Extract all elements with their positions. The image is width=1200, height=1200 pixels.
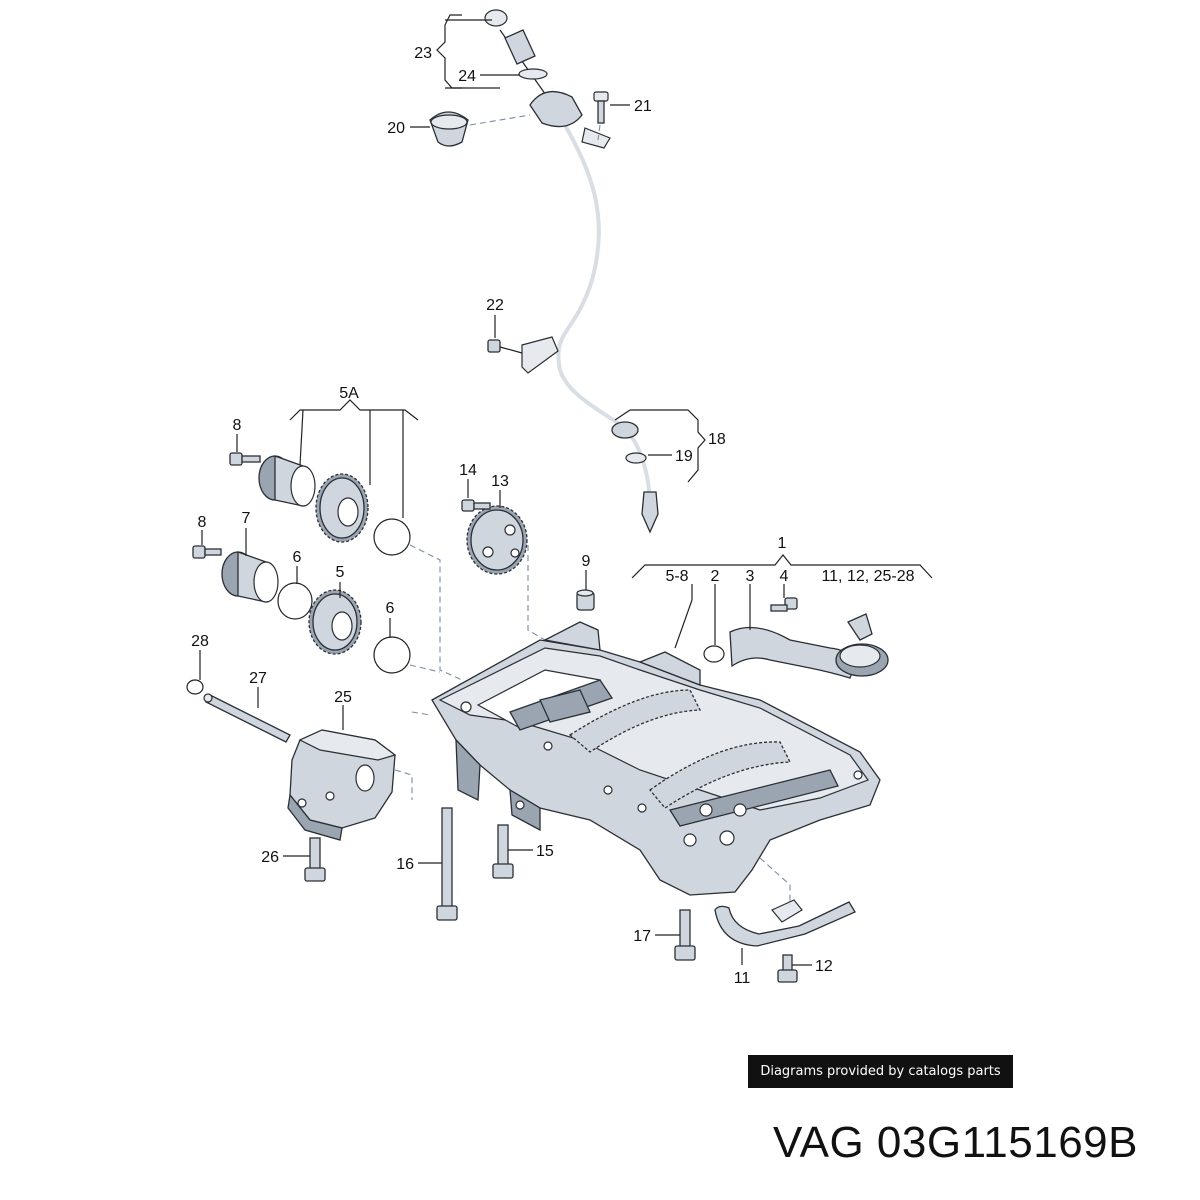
intermediate-gear-13 (466, 505, 528, 575)
label-8-upper: 8 (233, 417, 242, 434)
label-11-list: 11, 12, 25-28 (821, 568, 914, 585)
label-1: 1 (778, 535, 787, 552)
label-5-8: 5-8 (665, 568, 688, 585)
label-11: 11 (734, 970, 751, 987)
label-26: 26 (261, 849, 279, 866)
circlip-upper (373, 518, 411, 556)
tube-fitting (611, 421, 639, 439)
dipstick-tip (641, 491, 659, 534)
bolt-12 (777, 954, 798, 983)
leader-lines (199, 14, 933, 966)
bolt-8-lower (192, 545, 222, 559)
dipstick-o-ring (518, 68, 548, 80)
drive-shaft-27 (203, 693, 291, 743)
label-7: 7 (242, 510, 251, 527)
bolt-21 (593, 91, 609, 124)
label-27: 27 (249, 670, 267, 687)
label-24: 24 (458, 68, 476, 85)
oil-pump-25 (287, 729, 397, 841)
bolt-8-upper (229, 452, 261, 466)
bolt-15 (492, 824, 514, 879)
bushing-7 (221, 551, 279, 603)
circlip-28 (186, 679, 204, 695)
bushing-upper (258, 455, 316, 507)
circlip-6-right (373, 636, 411, 674)
label-20: 20 (387, 120, 405, 137)
gear-5 (308, 589, 362, 655)
label-22: 22 (486, 297, 504, 314)
bolt-4 (770, 597, 798, 612)
label-18: 18 (708, 431, 726, 448)
credit-banner: Diagrams provided by catalogs parts (748, 1055, 1013, 1088)
bolt-17 (674, 909, 696, 961)
label-14: 14 (459, 462, 477, 479)
dipstick-handle-ring (484, 9, 508, 27)
bolt-22 (487, 339, 523, 354)
oil-pipe-11 (714, 899, 856, 947)
label-28: 28 (191, 633, 209, 650)
label-2: 2 (711, 568, 720, 585)
label-13: 13 (491, 473, 509, 490)
label-5: 5 (336, 564, 345, 581)
label-5A: 5A (339, 385, 359, 402)
dipstick-assembly (429, 9, 659, 534)
label-6-right: 6 (386, 600, 395, 617)
label-15: 15 (536, 843, 554, 860)
label-8-lower: 8 (198, 514, 207, 531)
callout-labels: 1 2 3 4 5 5A 5-8 6 6 7 8 8 9 11 11, 12, … (191, 45, 915, 987)
circlip-6-left (277, 582, 313, 620)
o-ring-19 (625, 452, 647, 464)
o-ring-2 (703, 645, 725, 663)
label-12: 12 (815, 958, 833, 975)
label-4: 4 (780, 568, 789, 585)
balance-shaft-parts (192, 452, 463, 681)
label-21: 21 (634, 98, 652, 115)
label-19: 19 (675, 448, 693, 465)
label-3: 3 (746, 568, 755, 585)
label-16: 16 (396, 856, 414, 873)
dipstick-cap (504, 29, 536, 65)
bolt-26 (304, 837, 326, 882)
label-9: 9 (582, 553, 591, 570)
funnel-bracket (581, 127, 611, 149)
bolt-14 (461, 499, 491, 512)
oil-pipe-3 (703, 613, 889, 679)
gear-upper (315, 473, 369, 543)
label-25: 25 (334, 689, 352, 706)
label-17: 17 (633, 928, 651, 945)
part-number-title: VAG 03G115169B (773, 1118, 1138, 1167)
balance-shaft-housing (431, 621, 881, 896)
label-23: 23 (414, 45, 432, 62)
sleeve-9 (576, 589, 595, 611)
bolt-16 (436, 807, 458, 921)
label-6-left: 6 (293, 549, 302, 566)
dipstick-funnel (529, 90, 583, 128)
tube-bracket (521, 336, 559, 374)
